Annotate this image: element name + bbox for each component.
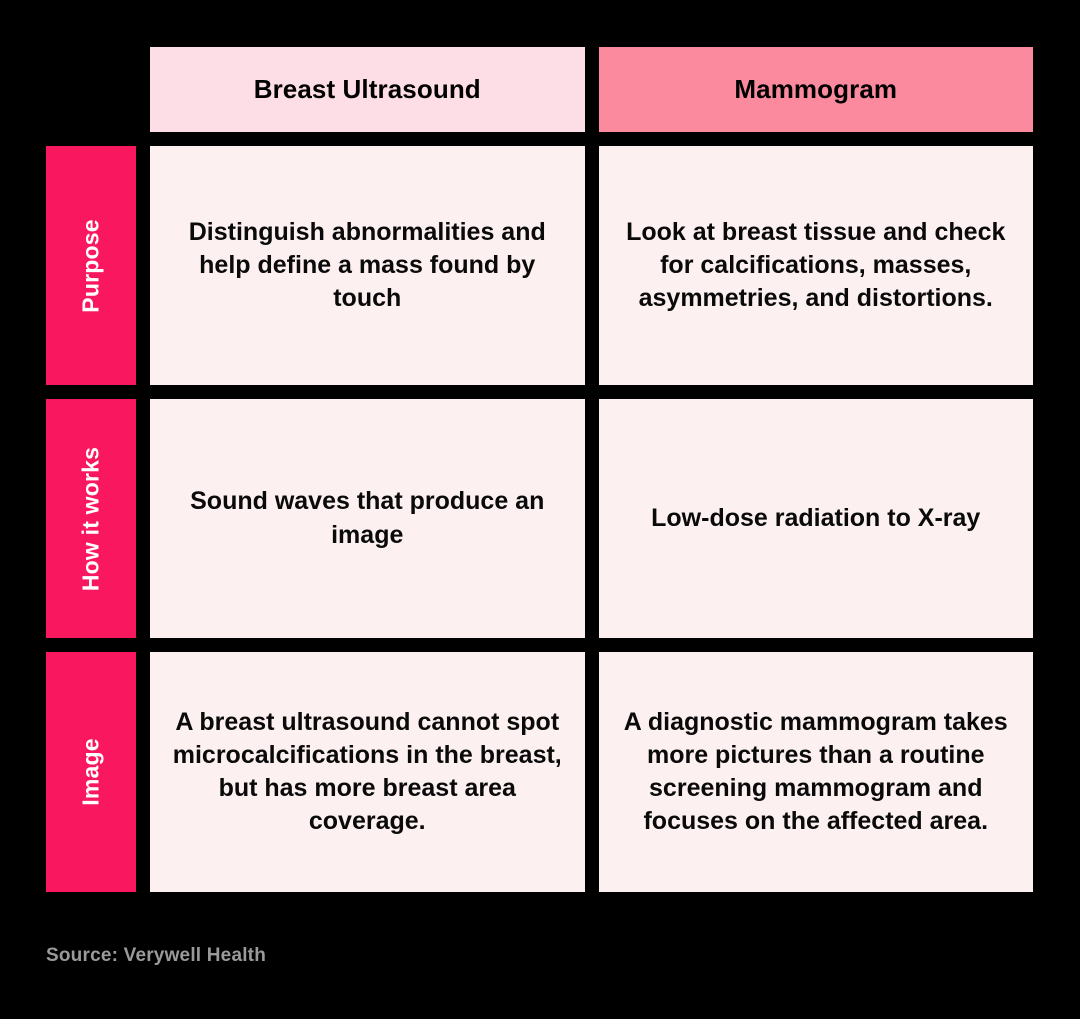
cell-text-emphasis: more breast area coverage. xyxy=(308,774,516,836)
cell-text-plain: Distinguish abnormalities and help defin… xyxy=(188,217,546,279)
table-row: Image A breast ultrasound cannot spot mi… xyxy=(46,652,1033,892)
cell-how-it-works-breast-ultrasound: Sound waves that produce an image xyxy=(150,399,585,638)
row-label-text: Purpose xyxy=(77,218,104,313)
cell-text-plain-suffix: that produce an image xyxy=(331,487,545,549)
cell-text: Low-dose radiation to X-ray xyxy=(651,502,980,535)
comparison-table: Breast Ultrasound Mammogram Purpose Dist… xyxy=(46,47,1033,892)
column-header-mammogram: Mammogram xyxy=(598,47,1033,132)
cell-text: A breast ultrasound cannot spot microcal… xyxy=(172,706,563,839)
cell-text-plain: A diagnostic mammogram takes more pictur… xyxy=(623,707,1008,836)
cell-text: Look at breast tissue and check for calc… xyxy=(621,216,1012,316)
cell-image-breast-ultrasound: A breast ultrasound cannot spot microcal… xyxy=(150,652,585,892)
cell-text: A diagnostic mammogram takes more pictur… xyxy=(621,706,1012,839)
table-header-row: Breast Ultrasound Mammogram xyxy=(150,47,1033,132)
row-label-text: How it works xyxy=(77,446,104,591)
cell-text-emphasis: touch xyxy=(333,284,402,313)
cell-text-plain: Look at breast tissue and check for calc… xyxy=(626,217,1006,313)
column-header-label: Mammogram xyxy=(734,74,898,104)
cell-text-plain: Low-dose xyxy=(651,503,775,532)
row-label-text: Image xyxy=(77,738,104,806)
column-header-label: Breast Ultrasound xyxy=(253,74,481,104)
cell-purpose-breast-ultrasound: Distinguish abnormalities and help defin… xyxy=(150,146,585,385)
cell-text-emphasis: Sound waves xyxy=(190,487,350,516)
row-label-image: Image xyxy=(46,652,136,892)
cell-text-emphasis: radiation to X-ray xyxy=(774,503,981,532)
row-label-how-it-works: How it works xyxy=(46,399,136,638)
cell-image-mammogram: A diagnostic mammogram takes more pictur… xyxy=(598,652,1033,892)
cell-text-plain: A breast ultrasound cannot spot microcal… xyxy=(172,707,562,803)
cell-purpose-mammogram: Look at breast tissue and check for calc… xyxy=(598,146,1033,385)
row-label-purpose: Purpose xyxy=(46,146,136,385)
column-header-breast-ultrasound: Breast Ultrasound xyxy=(150,47,585,132)
table-row: How it works Sound waves that produce an… xyxy=(46,399,1033,638)
table-row: Purpose Distinguish abnormalities and he… xyxy=(46,146,1033,385)
source-attribution: Source: Verywell Health xyxy=(46,945,267,966)
cell-text: Distinguish abnormalities and help defin… xyxy=(172,216,563,316)
cell-how-it-works-mammogram: Low-dose radiation to X-ray xyxy=(598,399,1033,638)
cell-text: Sound waves that produce an image xyxy=(172,485,563,552)
